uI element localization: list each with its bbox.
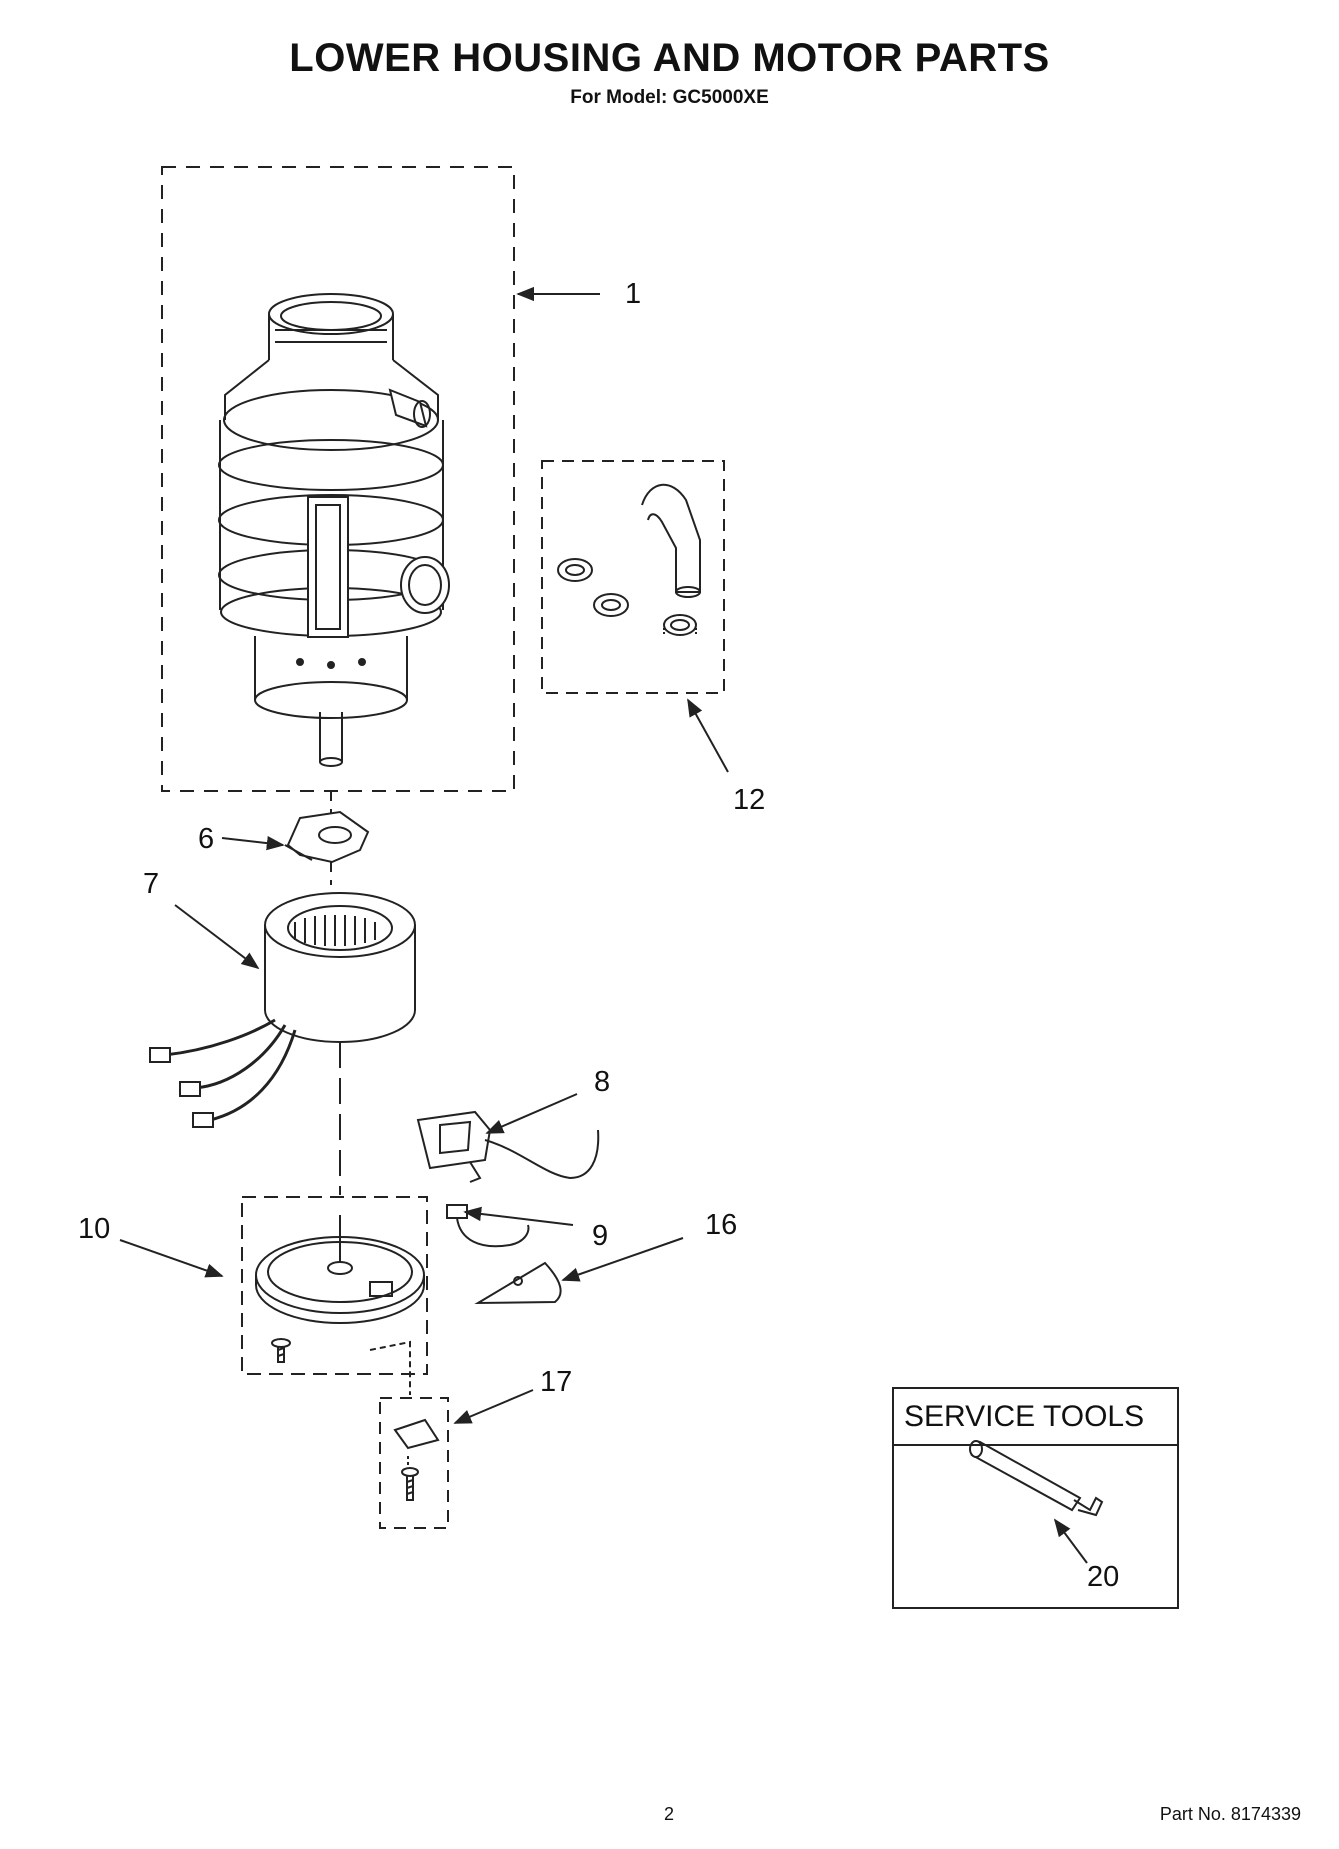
- callout-16: 16: [705, 1209, 738, 1241]
- shield-plate: [474, 1261, 562, 1305]
- page-title: LOWER HOUSING AND MOTOR PARTS: [289, 36, 1050, 80]
- switch-assembly: [416, 1110, 600, 1183]
- lower-housing-assembly: [161, 166, 515, 792]
- page-number: 2: [664, 1804, 675, 1824]
- callout-12: 12: [733, 784, 766, 816]
- motor-cover-part: [284, 810, 370, 864]
- callout-17: 17: [540, 1366, 573, 1398]
- label-and-screw: [379, 1397, 449, 1529]
- bottom-plate-assembly: [241, 1196, 428, 1395]
- service-tools-box: SERVICE TOOLS: [892, 1387, 1179, 1609]
- callout-20: 20: [1087, 1561, 1120, 1593]
- motor-stator: [149, 892, 416, 1128]
- callout-9: 9: [592, 1220, 609, 1252]
- callout-1: 1: [625, 278, 642, 310]
- callout-8: 8: [594, 1066, 611, 1098]
- callout-leaders: [119, 286, 1088, 1564]
- wire-connector: [446, 1204, 530, 1248]
- model-subtitle: For Model: GC5000XE: [570, 87, 769, 108]
- part-number: Part No. 8174339: [1159, 1804, 1301, 1824]
- callout-7: 7: [143, 868, 160, 900]
- dishwasher-connector-kit: [541, 460, 725, 694]
- callout-6: 6: [198, 823, 215, 855]
- callout-10: 10: [78, 1213, 111, 1245]
- service-tools-title: SERVICE TOOLS: [894, 1389, 1177, 1446]
